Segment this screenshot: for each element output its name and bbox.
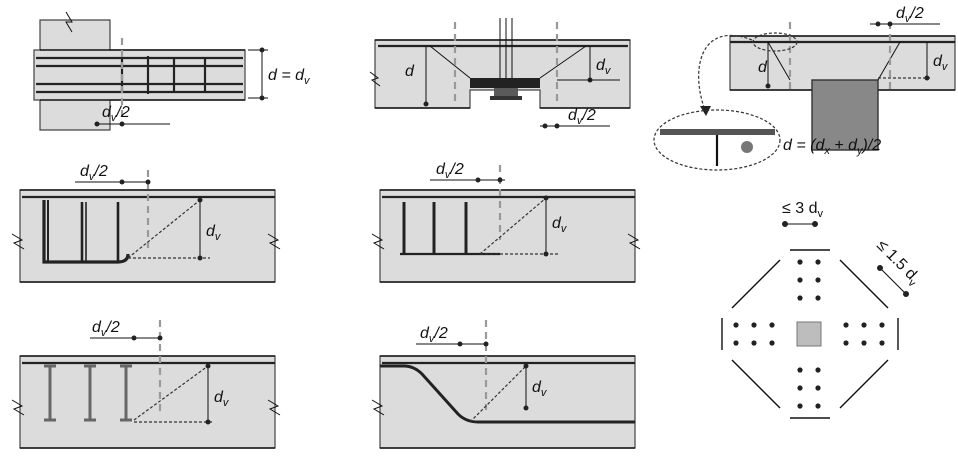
label-d-equals-dv: d = dv — [268, 67, 311, 87]
panel-column-joint — [33, 11, 268, 131]
panel-plan-layout — [721, 221, 909, 419]
label-spacing-3dv: ≤ 3 dv — [782, 200, 823, 220]
label-dv-3: dv — [933, 53, 949, 73]
panel-bent-bar — [371, 320, 636, 449]
panel-open-stirrups — [371, 165, 641, 283]
label-dv-6: dv — [214, 389, 230, 409]
label-d-3: d — [758, 59, 768, 76]
panel-studs — [11, 320, 281, 449]
column-block — [811, 79, 879, 151]
label-dv-half-3: dv/2 — [896, 5, 924, 25]
label-dv-half-4: dv/2 — [80, 163, 108, 183]
label-d-2: d — [405, 63, 415, 80]
steel-plate — [470, 78, 540, 88]
label-dv-5: dv — [552, 215, 568, 235]
label-dv-half-7: dv/2 — [420, 325, 448, 345]
label-dv-half-6: dv/2 — [92, 319, 120, 339]
column-square — [796, 321, 822, 347]
panel-column-support — [653, 21, 956, 171]
label-dv-7: dv — [532, 379, 548, 399]
label-dv-half-1: dv/2 — [102, 104, 130, 124]
label-dv-half-2: dv/2 — [568, 107, 596, 127]
label-average-depth: d = (dx + dy)/2 — [783, 137, 881, 157]
panel-bolted-plate — [369, 18, 631, 129]
label-dv-2: dv — [596, 57, 612, 77]
label-dv-half-5: dv/2 — [436, 161, 464, 181]
label-dv-4: dv — [206, 223, 222, 243]
panel-stirrups — [11, 170, 281, 283]
label-spacing-15dv: ≤ 1.5 dv — [871, 237, 924, 290]
